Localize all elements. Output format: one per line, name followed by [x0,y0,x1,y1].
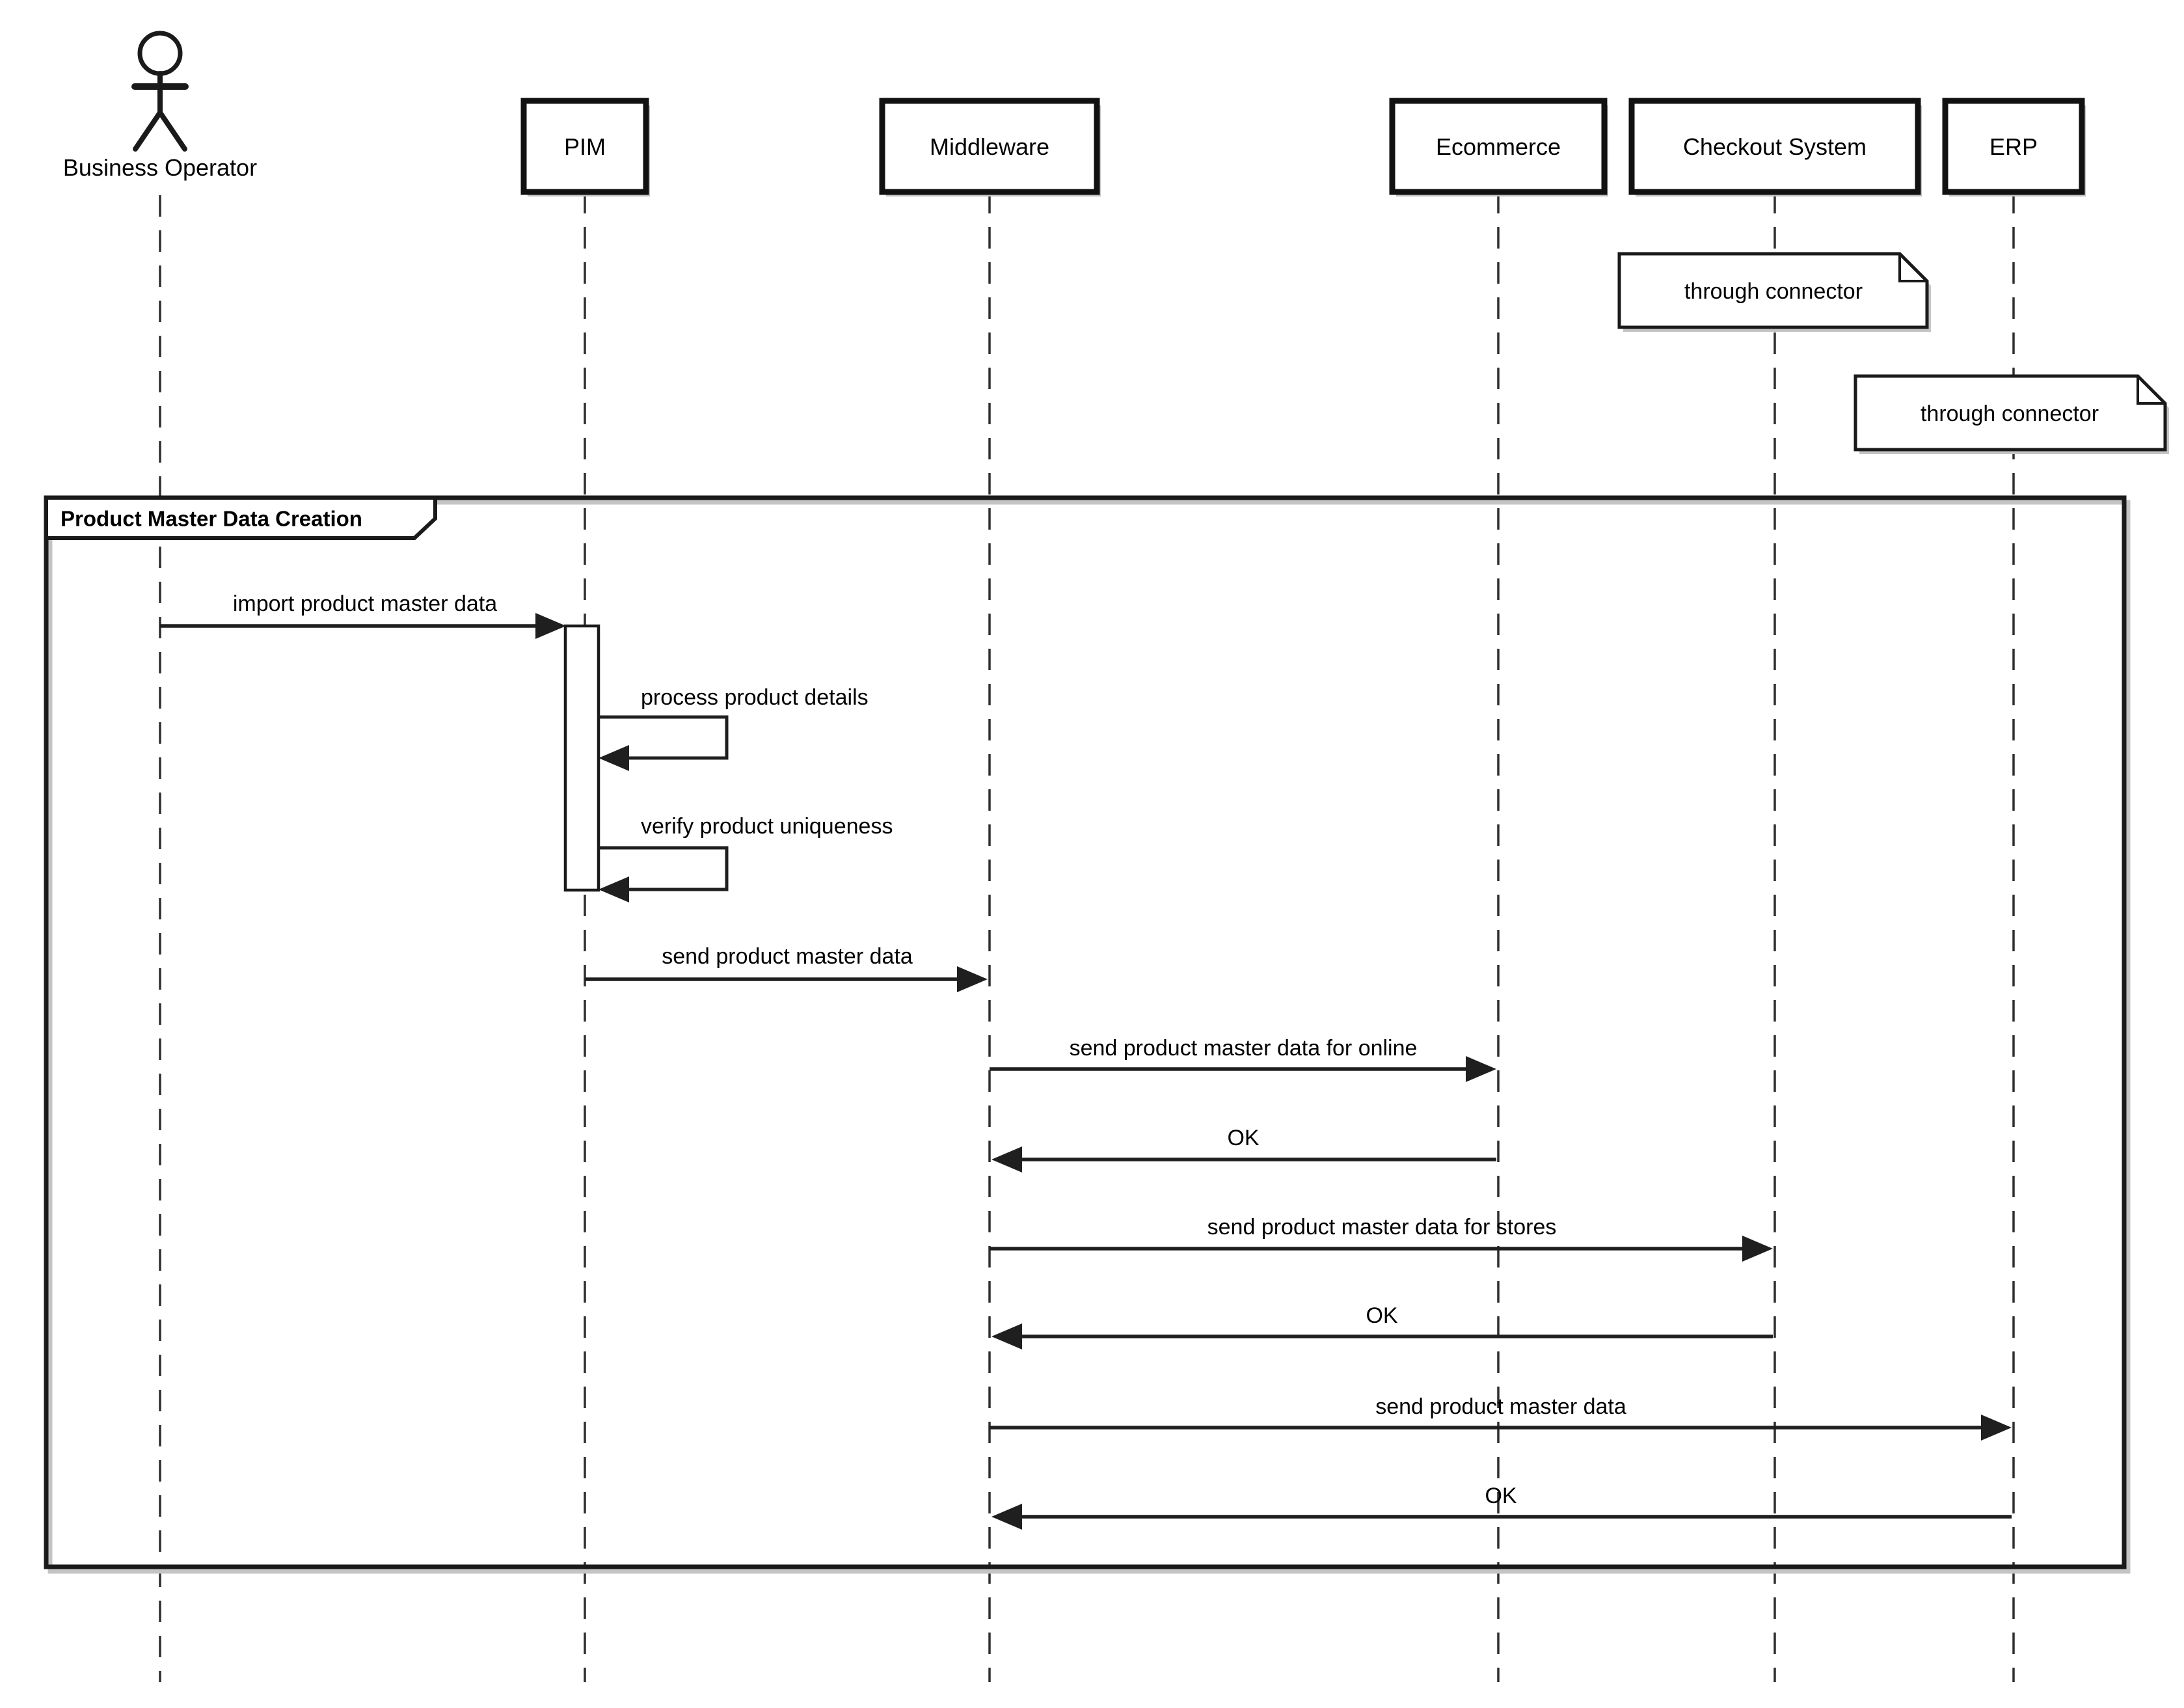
note-body [1854,374,2167,452]
participant-boxes [520,98,2086,197]
message-label-verify-product-uniqueness: verify product uniqueness [641,814,893,839]
fragment-title: Product Master Data Creation [61,506,362,531]
participant-box-pim [520,98,649,195]
arrowhead-left [991,1323,1022,1349]
note-body [1617,252,1929,329]
arrowhead-left [991,1146,1022,1173]
participant-label-checkout-system: Checkout System [1682,133,1867,160]
message-label-ok-ecommerce: OK [1227,1126,1260,1150]
actor-label: Business Operator [62,154,258,181]
message-label-ok-erp: OK [1485,1484,1517,1508]
participant-label-middleware: Middleware [929,133,1050,160]
participant-box-middleware [879,98,1100,195]
actor-figure [131,31,189,152]
message-label-send-to-erp: send product master data [1375,1394,1626,1419]
message-arrows [160,613,2012,1530]
note-label-checkout-connector: through connector [1684,279,1863,304]
fragment-frame-shadow [47,500,2131,1574]
message-label-send-for-online: send product master data for online [1069,1036,1418,1061]
arrowhead-right [1981,1415,2012,1441]
actor-leg-left [133,110,163,152]
self-arrow-verify-product-uniqueness [599,846,729,891]
actor-head [137,31,183,76]
participant-label-ecommerce: Ecommerce [1435,133,1561,160]
note-fold-corner [2137,376,2165,405]
lifelines [159,192,2015,1682]
message-label-send-for-stores: send product master data for stores [1207,1215,1557,1240]
message-label-process-product-details: process product details [641,685,869,710]
arrowhead-left [599,745,629,771]
arrowhead-right [1742,1236,1773,1262]
participant-label-erp: ERP [1989,133,2038,160]
arrowhead-left [599,876,629,902]
activation-bar-pim [563,624,600,892]
participant-box-checkout-system [1628,98,1921,195]
note-checkout-connector [1617,252,1931,332]
participant-box-ecommerce [1389,98,1608,195]
arrowhead-left [991,1504,1022,1530]
message-label-import-product-master-data: import product master data [232,591,498,616]
note-fold-corner [1898,254,1927,282]
arrowhead-right [1466,1056,1496,1082]
message-label-send-product-master-data: send product master data [662,944,913,969]
self-arrow-process-product-details [599,715,729,760]
participant-label-pim: PIM [563,133,606,160]
note-erp-connector [1854,374,2169,454]
fragment-frame [44,495,2131,1574]
actor-leg-right [157,110,187,152]
message-label-ok-checkout: OK [1366,1303,1398,1328]
participant-box-erp [1942,98,2085,195]
arrowhead-right [957,966,988,992]
arrowhead-right [535,613,566,639]
fragment-frame-border [44,495,2127,1569]
fragment-title-tab [44,496,437,540]
note-label-erp-connector: through connector [1920,401,2099,426]
